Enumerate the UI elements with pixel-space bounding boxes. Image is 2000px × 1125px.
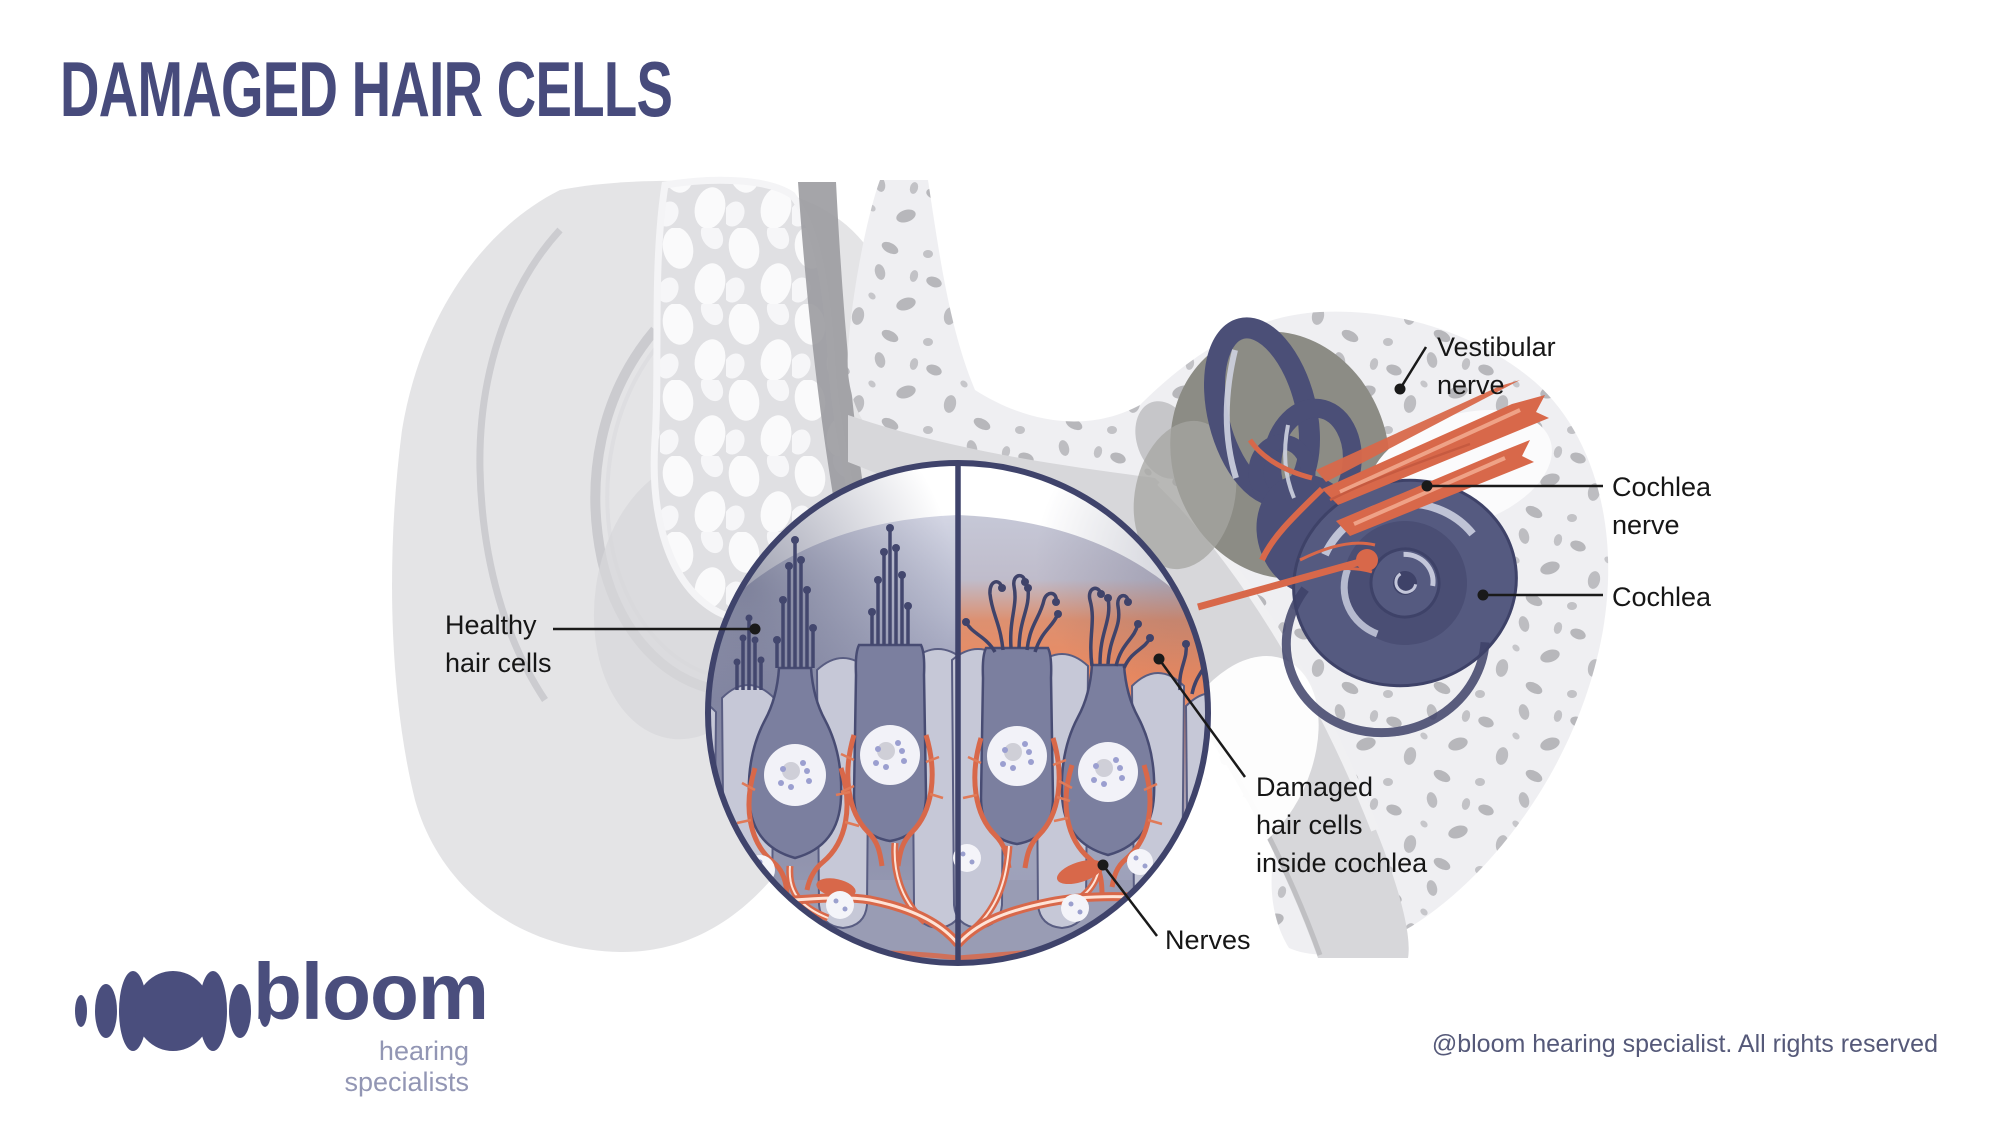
soundwave-icon [75,971,271,1051]
label-line: inside cochlea [1256,848,1428,878]
ear-canal-wall [798,182,872,565]
label-line: hair cells [445,648,552,678]
label-line: Cochlea [1612,582,1712,612]
label-line: hair cells [1256,810,1363,840]
logo-brand-text: bloom [253,947,489,1036]
label-cochlea-nerve: Cochlea nerve [1612,468,1711,544]
leader-nerves [1097,859,1158,937]
leader-damaged-hair-cells [1153,653,1247,778]
leader-vestibular-nerve [1394,346,1428,395]
label-line: Healthy [445,610,537,640]
label-cochlea: Cochlea [1612,578,1711,616]
leader-cochlea [1477,589,1603,601]
magnifier-border [705,460,1211,966]
leader-lines [553,346,1603,937]
hair-cell-nuclei [708,725,1153,922]
label-line: Vestibular [1437,332,1556,362]
label-line: nerve [1437,370,1505,400]
label-line: Damaged [1256,772,1374,802]
logo-tagline: hearing specialists [344,1036,469,1097]
label-line: nerve [1612,510,1680,540]
label-line: Nerves [1165,925,1251,955]
label-vestibular-nerve: Vestibular nerve [1437,328,1556,404]
label-nerves: Nerves [1165,921,1251,959]
leader-healthy-hair-cells [553,623,761,635]
copyright-text: @bloom hearing specialist. All rights re… [1431,1030,1938,1058]
magnifier-connector-line [1197,549,1378,611]
label-healthy-hair-cells: Healthy hair cells [445,606,552,682]
bloom-logo: bloom hearing specialists [73,947,493,1097]
healthy-stereocilia [733,524,912,690]
label-line: Cochlea [1612,472,1712,502]
label-damaged-hair-cells: Damaged hair cells inside cochlea [1256,768,1427,882]
hair-cell-bodies [747,643,1156,860]
cochlea-nerve-fibers [1247,380,1549,587]
leader-cochlea-nerve [1421,480,1603,492]
page-title: DAMAGED HAIR CELLS [60,45,673,133]
